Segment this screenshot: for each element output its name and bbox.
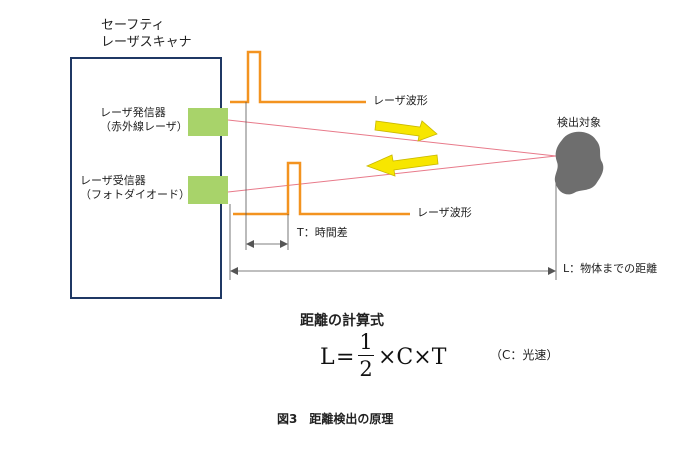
receiver-sensor [188,176,228,204]
emitter-sensor [188,108,228,136]
formula-lhs: L [320,345,335,370]
received-pulse-waveform [233,161,410,216]
top-waveform-label: レーザ波形 [373,94,428,107]
scanner-title-line2: レーザスキャナ [101,35,192,50]
emitter-label-line2: （赤外線レーザ） [100,120,188,133]
distance-label: L：物体までの距離 [563,262,658,275]
outgoing-beam [227,119,557,157]
outgoing-direction-arrow [374,120,438,142]
fraction-bar [358,355,374,356]
scanner-title-line1: セーフティ [101,18,165,33]
time-difference-label: T：時間差 [297,226,348,239]
receiver-label: レーザ受信器 （フォトダイオード） [80,174,190,202]
figure-caption: 図3 距離検出の原理 [277,412,394,426]
formula-fraction: 1 2 [356,330,376,381]
target-object-shape [554,131,604,195]
receiver-label-line1: レーザ受信器 [80,174,146,187]
formula-rhs: ×C×T [378,345,447,370]
formula-equals: = [336,345,355,370]
formula-title: 距離の計算式 [300,313,384,329]
distance-formula: L = 1 2 ×C×T [318,330,518,390]
bottom-waveform-label: レーザ波形 [417,206,472,219]
target-label: 検出対象 [557,116,601,129]
receiver-label-line2: （フォトダイオード） [80,188,190,201]
formula-numerator: 1 [359,330,373,354]
emitter-label: レーザ発信器 （赤外線レーザ） [100,106,188,134]
scanner-title: セーフティ レーザスキャナ [101,17,192,51]
return-direction-arrow [365,154,439,177]
emitter-label-line1: レーザ発信器 [100,106,166,119]
emitted-pulse-waveform [230,50,366,104]
formula-note: （C：光速） [490,348,559,362]
formula-denominator: 2 [359,357,373,381]
